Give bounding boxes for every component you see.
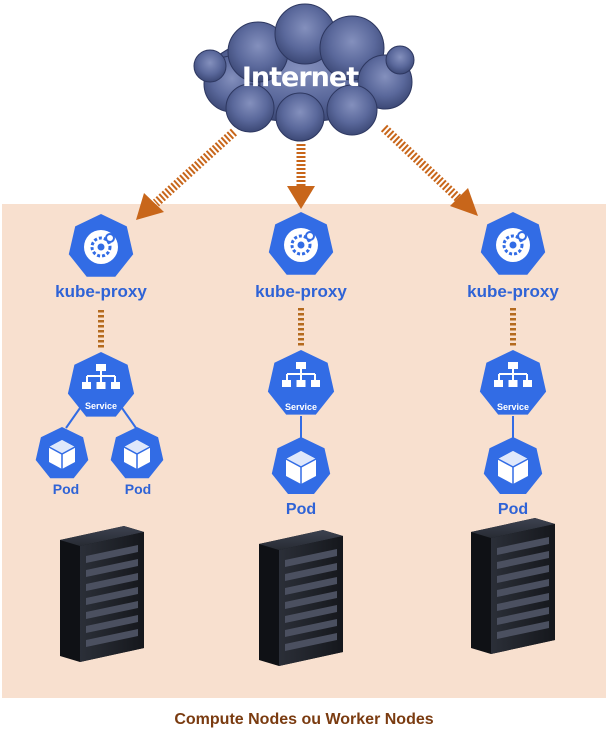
pod-icon (271, 437, 331, 494)
traffic-arrows (136, 124, 478, 220)
internet-label: Internet (242, 62, 359, 93)
pod-label: Pod (498, 501, 528, 518)
service-icon (267, 350, 335, 415)
service-pod-link (121, 407, 137, 429)
service-pod-link (65, 407, 81, 429)
server-rack-icon (259, 530, 343, 666)
service-icon (479, 350, 547, 415)
cloud-icon (193, 3, 415, 142)
pod-label: Pod (286, 501, 316, 518)
kube-proxy-icon (68, 214, 134, 277)
kube-proxy-label: kube-proxy (255, 282, 347, 301)
arrow-left (136, 128, 238, 220)
pod-label: Pod (125, 481, 151, 497)
server-rack-icon (60, 526, 144, 662)
service-icon (67, 352, 135, 417)
pod-icon (35, 427, 89, 479)
kube-proxy-label: kube-proxy (467, 282, 559, 301)
diagram-caption: Compute Nodes ou Worker Nodes (174, 711, 433, 728)
pod-icon (110, 427, 164, 479)
pod-icon (483, 437, 543, 494)
pod-label: Pod (53, 481, 79, 497)
internet-cloud: Internet (193, 3, 415, 142)
arrow-middle (287, 144, 315, 209)
service-label: Service (85, 401, 117, 411)
kube-proxy-icon (268, 212, 334, 275)
server-rack-icon (471, 518, 555, 654)
arrow-right (380, 124, 478, 216)
worker-node-1: kube-proxy Service Pod Pod (35, 214, 164, 662)
kube-proxy-label: kube-proxy (55, 282, 147, 301)
worker-node-3: kube-proxy Service Pod (467, 212, 559, 654)
kube-proxy-icon (480, 212, 546, 275)
service-label: Service (497, 402, 529, 412)
service-label: Service (285, 402, 317, 412)
worker-node-2: kube-proxy Service Pod (255, 212, 347, 666)
